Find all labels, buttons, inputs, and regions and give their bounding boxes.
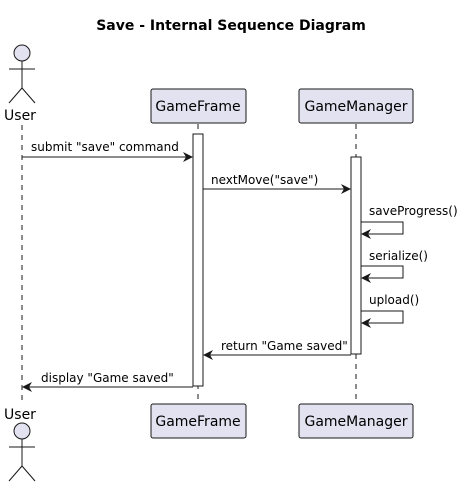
message-arrow-saveprogress (361, 221, 404, 239)
diagram-title: Save - Internal Sequence Diagram (96, 18, 366, 34)
user-actor-icon-bottom (8, 422, 36, 482)
message-label-nextmove: nextMove("save") (211, 173, 318, 187)
user-label-bottom: User (4, 407, 36, 423)
message-label-upload: upload() (369, 293, 419, 307)
gameframe-activation (192, 133, 204, 387)
gameframe-box-top (150, 88, 247, 124)
gamemanager-label-bottom: GameManager (304, 414, 407, 430)
gamemanager-label-top: GameManager (304, 99, 407, 115)
message-arrow-upload (361, 310, 404, 328)
message-label-saveprogress: saveProgress() (369, 204, 458, 218)
message-arrow-serialize (361, 265, 404, 283)
message-label-submit: submit "save" command (31, 140, 179, 154)
user-label-top: User (4, 108, 36, 124)
gamemanager-box-top (298, 88, 414, 124)
message-label-display: display "Game saved" (41, 371, 174, 385)
gameframe-label-bottom: GameFrame (155, 414, 240, 430)
gamemanager-box-bottom (298, 403, 414, 439)
gameframe-box-bottom (150, 403, 247, 439)
gamemanager-activation (350, 156, 362, 355)
message-label-serialize: serialize() (369, 249, 428, 263)
message-label-return: return "Game saved" (221, 339, 348, 353)
user-actor-icon-top (8, 44, 36, 104)
gameframe-label-top: GameFrame (155, 99, 240, 115)
